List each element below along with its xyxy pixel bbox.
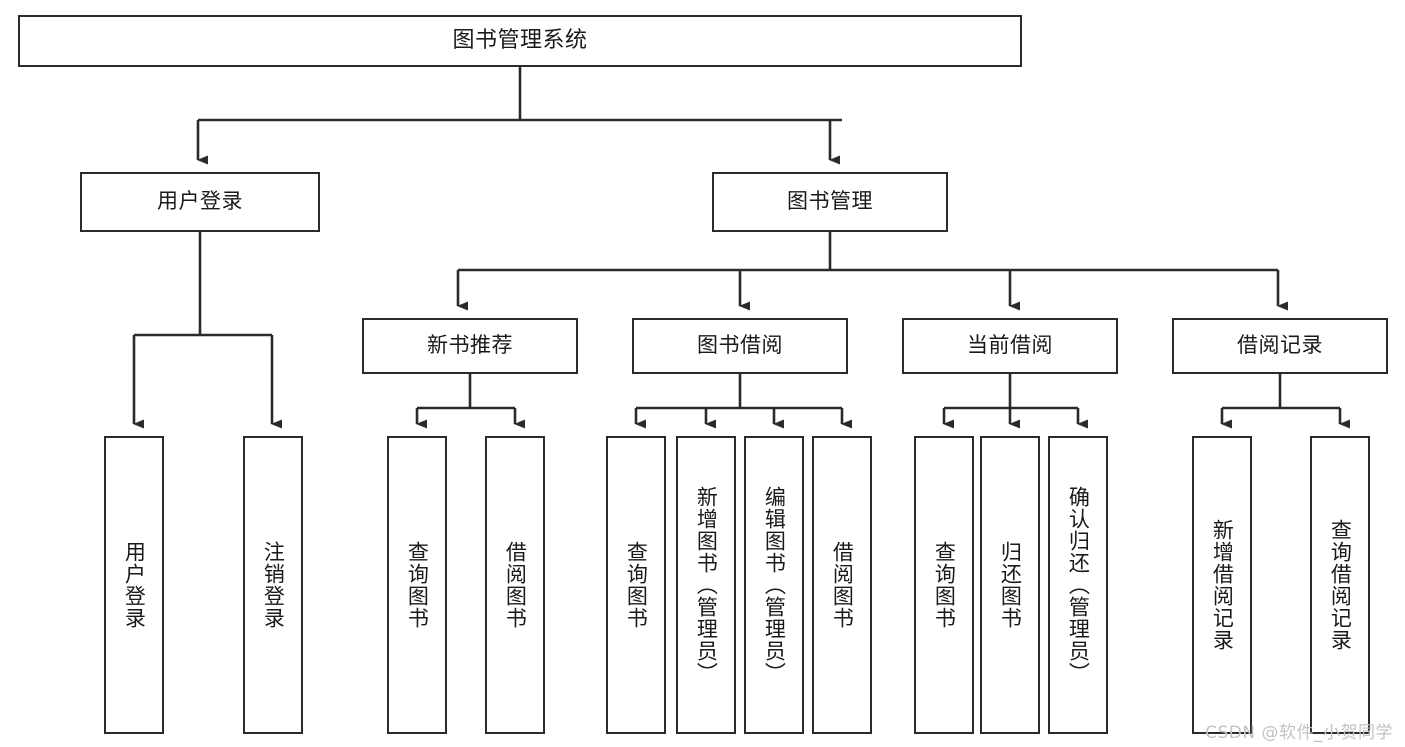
node-book-management-label: 图书管理 <box>787 189 873 214</box>
node-leaf-query-book-borrow[interactable]: 查询图书 <box>606 436 666 734</box>
node-leaf-borrow-book-rec[interactable]: 借阅图书 <box>485 436 545 734</box>
node-leaf-user-login[interactable]: 用户登录 <box>104 436 164 734</box>
node-leaf-query-book-current[interactable]: 查询图书 <box>914 436 974 734</box>
node-user-login[interactable]: 用户登录 <box>80 172 320 232</box>
node-current-borrow[interactable]: 当前借阅 <box>902 318 1118 374</box>
node-root[interactable]: 图书管理系统 <box>18 15 1022 67</box>
node-leaf-confirm-return-admin[interactable]: 确认归还（管理员） <box>1048 436 1108 734</box>
node-leaf-edit-book-admin[interactable]: 编辑图书（管理员） <box>744 436 804 734</box>
edge-new-book-recommend-to-leaves <box>415 374 525 429</box>
node-new-book-recommend-label: 新书推荐 <box>427 333 513 358</box>
node-leaf-query-book-current-label: 查询图书 <box>932 541 957 629</box>
node-user-login-label: 用户登录 <box>157 189 243 214</box>
node-new-book-recommend[interactable]: 新书推荐 <box>362 318 578 374</box>
node-book-management[interactable]: 图书管理 <box>712 172 948 232</box>
node-leaf-add-borrow-record-label: 新增借阅记录 <box>1210 519 1235 651</box>
node-leaf-add-book-admin[interactable]: 新增图书（管理员） <box>676 436 736 734</box>
edge-root-to-level1 <box>196 67 842 165</box>
node-leaf-logout[interactable]: 注销登录 <box>243 436 303 734</box>
edge-user-login-to-leaves <box>132 232 282 429</box>
node-leaf-add-book-admin-label: 新增图书（管理员） <box>694 486 719 684</box>
node-leaf-logout-label: 注销登录 <box>261 541 286 629</box>
node-leaf-query-book-rec-label: 查询图书 <box>405 541 430 629</box>
node-leaf-query-book-rec[interactable]: 查询图书 <box>387 436 447 734</box>
node-leaf-return-book[interactable]: 归还图书 <box>980 436 1040 734</box>
node-book-borrow-label: 图书借阅 <box>697 333 783 358</box>
edge-book-management-to-level2 <box>456 232 1288 311</box>
edge-borrow-record-to-leaves <box>1220 374 1350 429</box>
node-leaf-borrow-book-label: 借阅图书 <box>830 541 855 629</box>
edge-current-borrow-to-leaves <box>942 374 1088 429</box>
node-leaf-borrow-book[interactable]: 借阅图书 <box>812 436 872 734</box>
edge-book-borrow-to-leaves <box>634 374 852 429</box>
node-borrow-record[interactable]: 借阅记录 <box>1172 318 1388 374</box>
node-leaf-edit-book-admin-label: 编辑图书（管理员） <box>762 486 787 684</box>
node-current-borrow-label: 当前借阅 <box>967 333 1053 358</box>
node-book-borrow[interactable]: 图书借阅 <box>632 318 848 374</box>
node-leaf-confirm-return-admin-label: 确认归还（管理员） <box>1066 486 1091 684</box>
node-leaf-query-borrow-record-label: 查询借阅记录 <box>1328 519 1353 651</box>
node-leaf-user-login-label: 用户登录 <box>122 541 147 629</box>
node-borrow-record-label: 借阅记录 <box>1237 333 1323 358</box>
node-leaf-return-book-label: 归还图书 <box>998 541 1023 629</box>
node-leaf-query-borrow-record[interactable]: 查询借阅记录 <box>1310 436 1370 734</box>
node-leaf-query-book-borrow-label: 查询图书 <box>624 541 649 629</box>
node-leaf-add-borrow-record[interactable]: 新增借阅记录 <box>1192 436 1252 734</box>
node-root-label: 图书管理系统 <box>452 27 588 53</box>
node-leaf-borrow-book-rec-label: 借阅图书 <box>503 541 528 629</box>
